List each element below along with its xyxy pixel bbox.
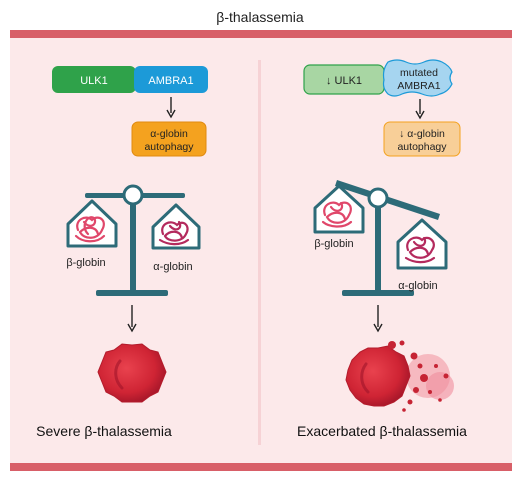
mutated-ambra1-line-2: AMBRA1 xyxy=(397,80,440,92)
alpha-globin-protein xyxy=(158,220,190,246)
red-blood-cell xyxy=(97,343,167,403)
ulk1-box xyxy=(52,66,136,93)
beta-globin-label: β-globin xyxy=(314,238,353,250)
figure-title: β-thalassemia xyxy=(216,9,304,25)
reduced-autophagy-box xyxy=(383,121,461,157)
panel-divider xyxy=(258,60,261,445)
autophagy-box xyxy=(131,121,207,157)
hemolyzing-red-blood-cell xyxy=(345,340,454,412)
ambra1-label: AMBRA1 xyxy=(148,75,193,87)
mutated-ambra1-line-1: mutated xyxy=(400,67,438,79)
ulk1-label: ULK1 xyxy=(80,75,108,87)
alpha-globin-label: α-globin xyxy=(153,261,192,273)
top-band xyxy=(10,30,512,38)
beta-globin-container xyxy=(66,199,118,248)
autophagy-line-1: α-globin xyxy=(150,128,188,140)
ambra1-box xyxy=(134,66,208,93)
autophagy-line-2: autophagy xyxy=(144,141,194,153)
mutated-ambra1-box xyxy=(382,59,453,97)
beta-globin-container xyxy=(313,184,365,234)
alpha-globin-protein xyxy=(404,236,436,264)
beta-globin-protein xyxy=(321,201,353,228)
beta-globin-protein xyxy=(74,216,106,243)
bottom-band xyxy=(10,463,512,471)
balance-scale xyxy=(85,184,185,296)
alpha-globin-container xyxy=(396,218,448,270)
tilted-balance-scale xyxy=(335,180,440,296)
arrow-to-hemolyzing-cell xyxy=(373,305,383,333)
left-panel: ULK1 AMBRA1 α-globin autophagy xyxy=(36,66,208,439)
outcome-label: Severe β-thalassemia xyxy=(36,423,172,439)
right-panel: ↓ ULK1 mutated AMBRA1 ↓ α-globin autopha… xyxy=(297,59,467,439)
reduced-autophagy-line-2: autophagy xyxy=(397,141,447,153)
arrow-to-reduced-autophagy xyxy=(415,99,425,120)
alpha-globin-container xyxy=(151,203,201,250)
alpha-globin-label: α-globin xyxy=(398,280,437,292)
reduced-ulk1-label: ↓ ULK1 xyxy=(326,75,362,87)
arrow-to-autophagy xyxy=(166,97,176,119)
arrow-to-cell xyxy=(127,305,137,333)
outcome-label: Exacerbated β-thalassemia xyxy=(297,423,467,439)
beta-globin-label: β-globin xyxy=(66,257,105,269)
reduced-autophagy-line-1: ↓ α-globin xyxy=(399,128,445,140)
